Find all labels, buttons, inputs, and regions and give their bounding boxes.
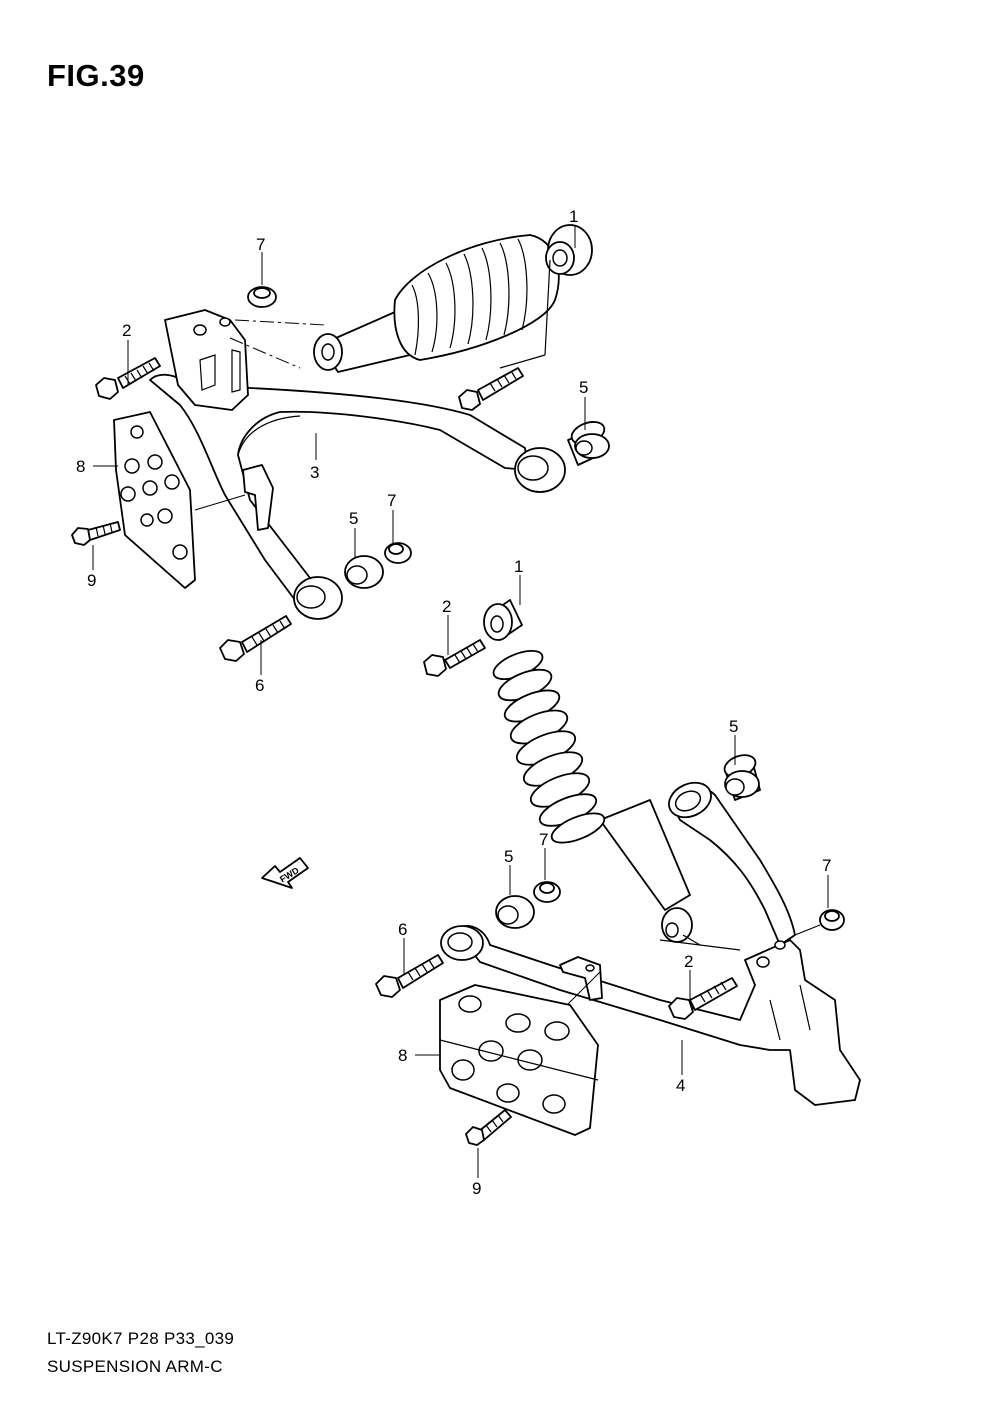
- callout-lower-bolt-top: 2: [442, 597, 451, 616]
- upper-nut-top: [247, 286, 277, 308]
- lower-assembly: 1 2 5 7 5 7 6 2 8 4 9: [375, 557, 861, 1198]
- lower-nut-right: [794, 909, 845, 936]
- upper-nut-mid: [384, 542, 412, 564]
- diagram-code: LT-Z90K7 P28 P33_039: [47, 1329, 235, 1348]
- callout-lower-nut-right: 7: [822, 856, 831, 875]
- callout-upper-bolt-top: 2: [122, 321, 131, 340]
- lower-bushing-mid: [495, 895, 535, 929]
- callout-upper-plate: 8: [76, 457, 85, 476]
- lower-bolt-top: [423, 639, 486, 677]
- callout-upper-shock: 1: [569, 207, 578, 226]
- forward-arrow-icon: FWD: [261, 857, 309, 889]
- upper-suspension-arm: [149, 309, 566, 620]
- callout-lower-pivot-bolt: 6: [398, 920, 407, 939]
- callout-lower-nut-mid: 7: [539, 830, 548, 849]
- callout-upper-nut-top: 7: [256, 235, 265, 254]
- lower-pivot-bolt: [375, 954, 444, 998]
- upper-bushing-mid: [344, 555, 384, 589]
- lower-suspension-arm: [440, 781, 861, 1106]
- upper-pivot-bolt: [219, 615, 292, 662]
- callout-lower-bushing-top: 5: [729, 717, 738, 736]
- callout-lower-screw: 9: [472, 1179, 481, 1198]
- diagram-name: SUSPENSION ARM-C: [47, 1357, 223, 1376]
- callout-upper-bushing-right: 5: [579, 378, 588, 397]
- lower-shock-spring: [492, 649, 606, 844]
- lower-screw: [465, 1109, 512, 1146]
- callout-upper-nut-mid: 7: [387, 491, 396, 510]
- callout-upper-arm: 3: [310, 463, 319, 482]
- callout-upper-bushing-mid: 5: [349, 509, 358, 528]
- callout-upper-screw: 9: [87, 571, 96, 590]
- callout-lower-shock: 1: [514, 557, 523, 576]
- lower-foot-plate: [439, 984, 599, 1136]
- callout-lower-arm: 4: [676, 1076, 685, 1095]
- callout-upper-pivot-bolt: 6: [255, 676, 264, 695]
- upper-shock-absorber: [229, 224, 593, 373]
- lower-bushing-top: [723, 754, 761, 801]
- callout-lower-bushing-mid: 5: [504, 847, 513, 866]
- upper-bushing-right: [567, 421, 610, 466]
- lower-nut-mid: [533, 881, 561, 903]
- lower-bolt-bracket: [668, 977, 738, 1020]
- callout-lower-plate: 8: [398, 1046, 407, 1065]
- figure-title: FIG.39: [47, 58, 145, 93]
- callout-lower-bolt-bracket: 2: [684, 952, 693, 971]
- upper-foot-plate: [113, 411, 246, 589]
- lower-shock-absorber: [483, 599, 741, 951]
- upper-assembly: 1 7 2 5 8 3 7 5 9 6: [71, 207, 610, 695]
- upper-screw: [71, 521, 121, 546]
- upper-bolt-shock: [458, 367, 524, 411]
